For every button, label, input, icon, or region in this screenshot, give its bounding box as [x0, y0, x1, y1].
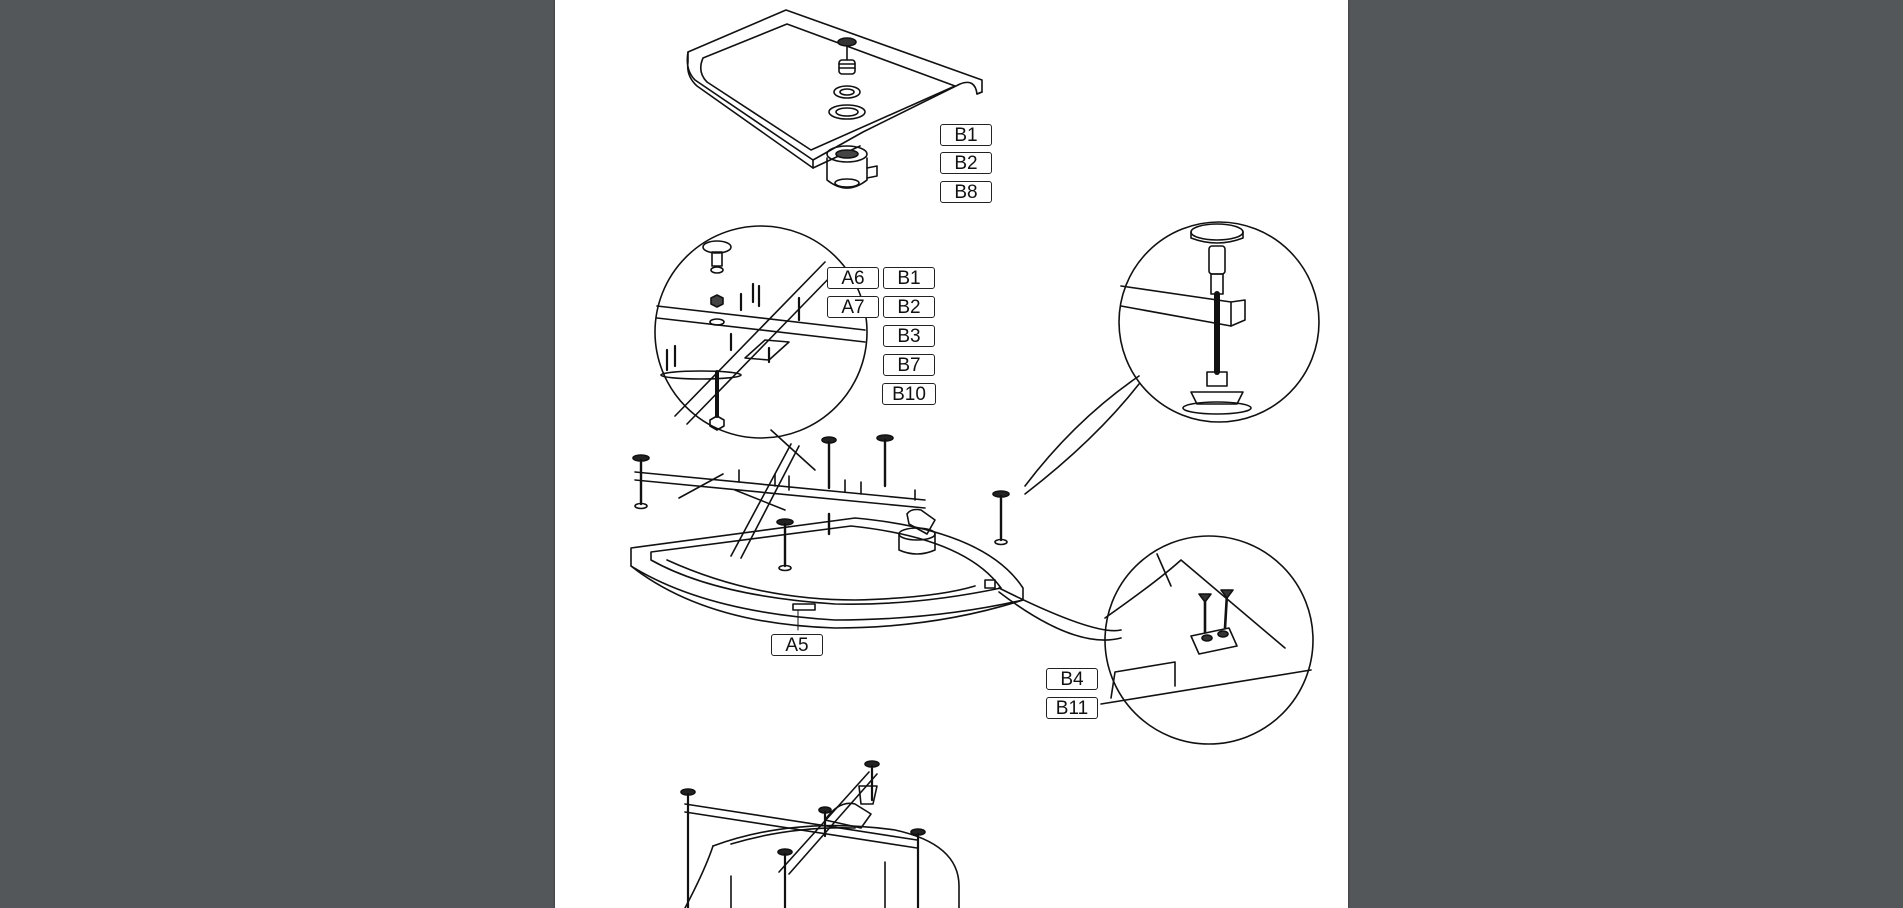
part-label-b2: B2	[883, 296, 935, 318]
assembly-diagram	[630, 9, 1320, 908]
part-label-b1: B1	[883, 267, 935, 289]
part-label-b4: B4	[1046, 668, 1098, 690]
part-label-b1-top: B1	[940, 124, 992, 146]
part-label-b7: B7	[883, 354, 935, 376]
drain-parts	[826, 37, 878, 189]
frame-legs	[632, 434, 1010, 572]
part-label-b11: B11	[1046, 697, 1098, 719]
detail-circle-right-top	[1118, 221, 1320, 423]
part-label-b10: B10	[882, 383, 936, 405]
part-label-b2-top: B2	[940, 152, 992, 174]
part-label-a7: A7	[827, 296, 879, 318]
shower-tray-top	[686, 9, 983, 169]
document-page: B1 B2 B8 A6 A7 B1 B2 B3 B7 B10 A5 B4 B11	[555, 0, 1348, 908]
frame-assembly-bottom	[680, 760, 960, 908]
part-label-b8-top: B8	[940, 181, 992, 203]
detail-circle-left	[654, 225, 868, 471]
part-label-a5: A5	[771, 634, 823, 656]
part-label-a6: A6	[827, 267, 879, 289]
tray-frame-assembly	[630, 375, 1140, 641]
detail-circle-right-bottom	[1100, 535, 1314, 745]
part-label-b3: B3	[883, 325, 935, 347]
